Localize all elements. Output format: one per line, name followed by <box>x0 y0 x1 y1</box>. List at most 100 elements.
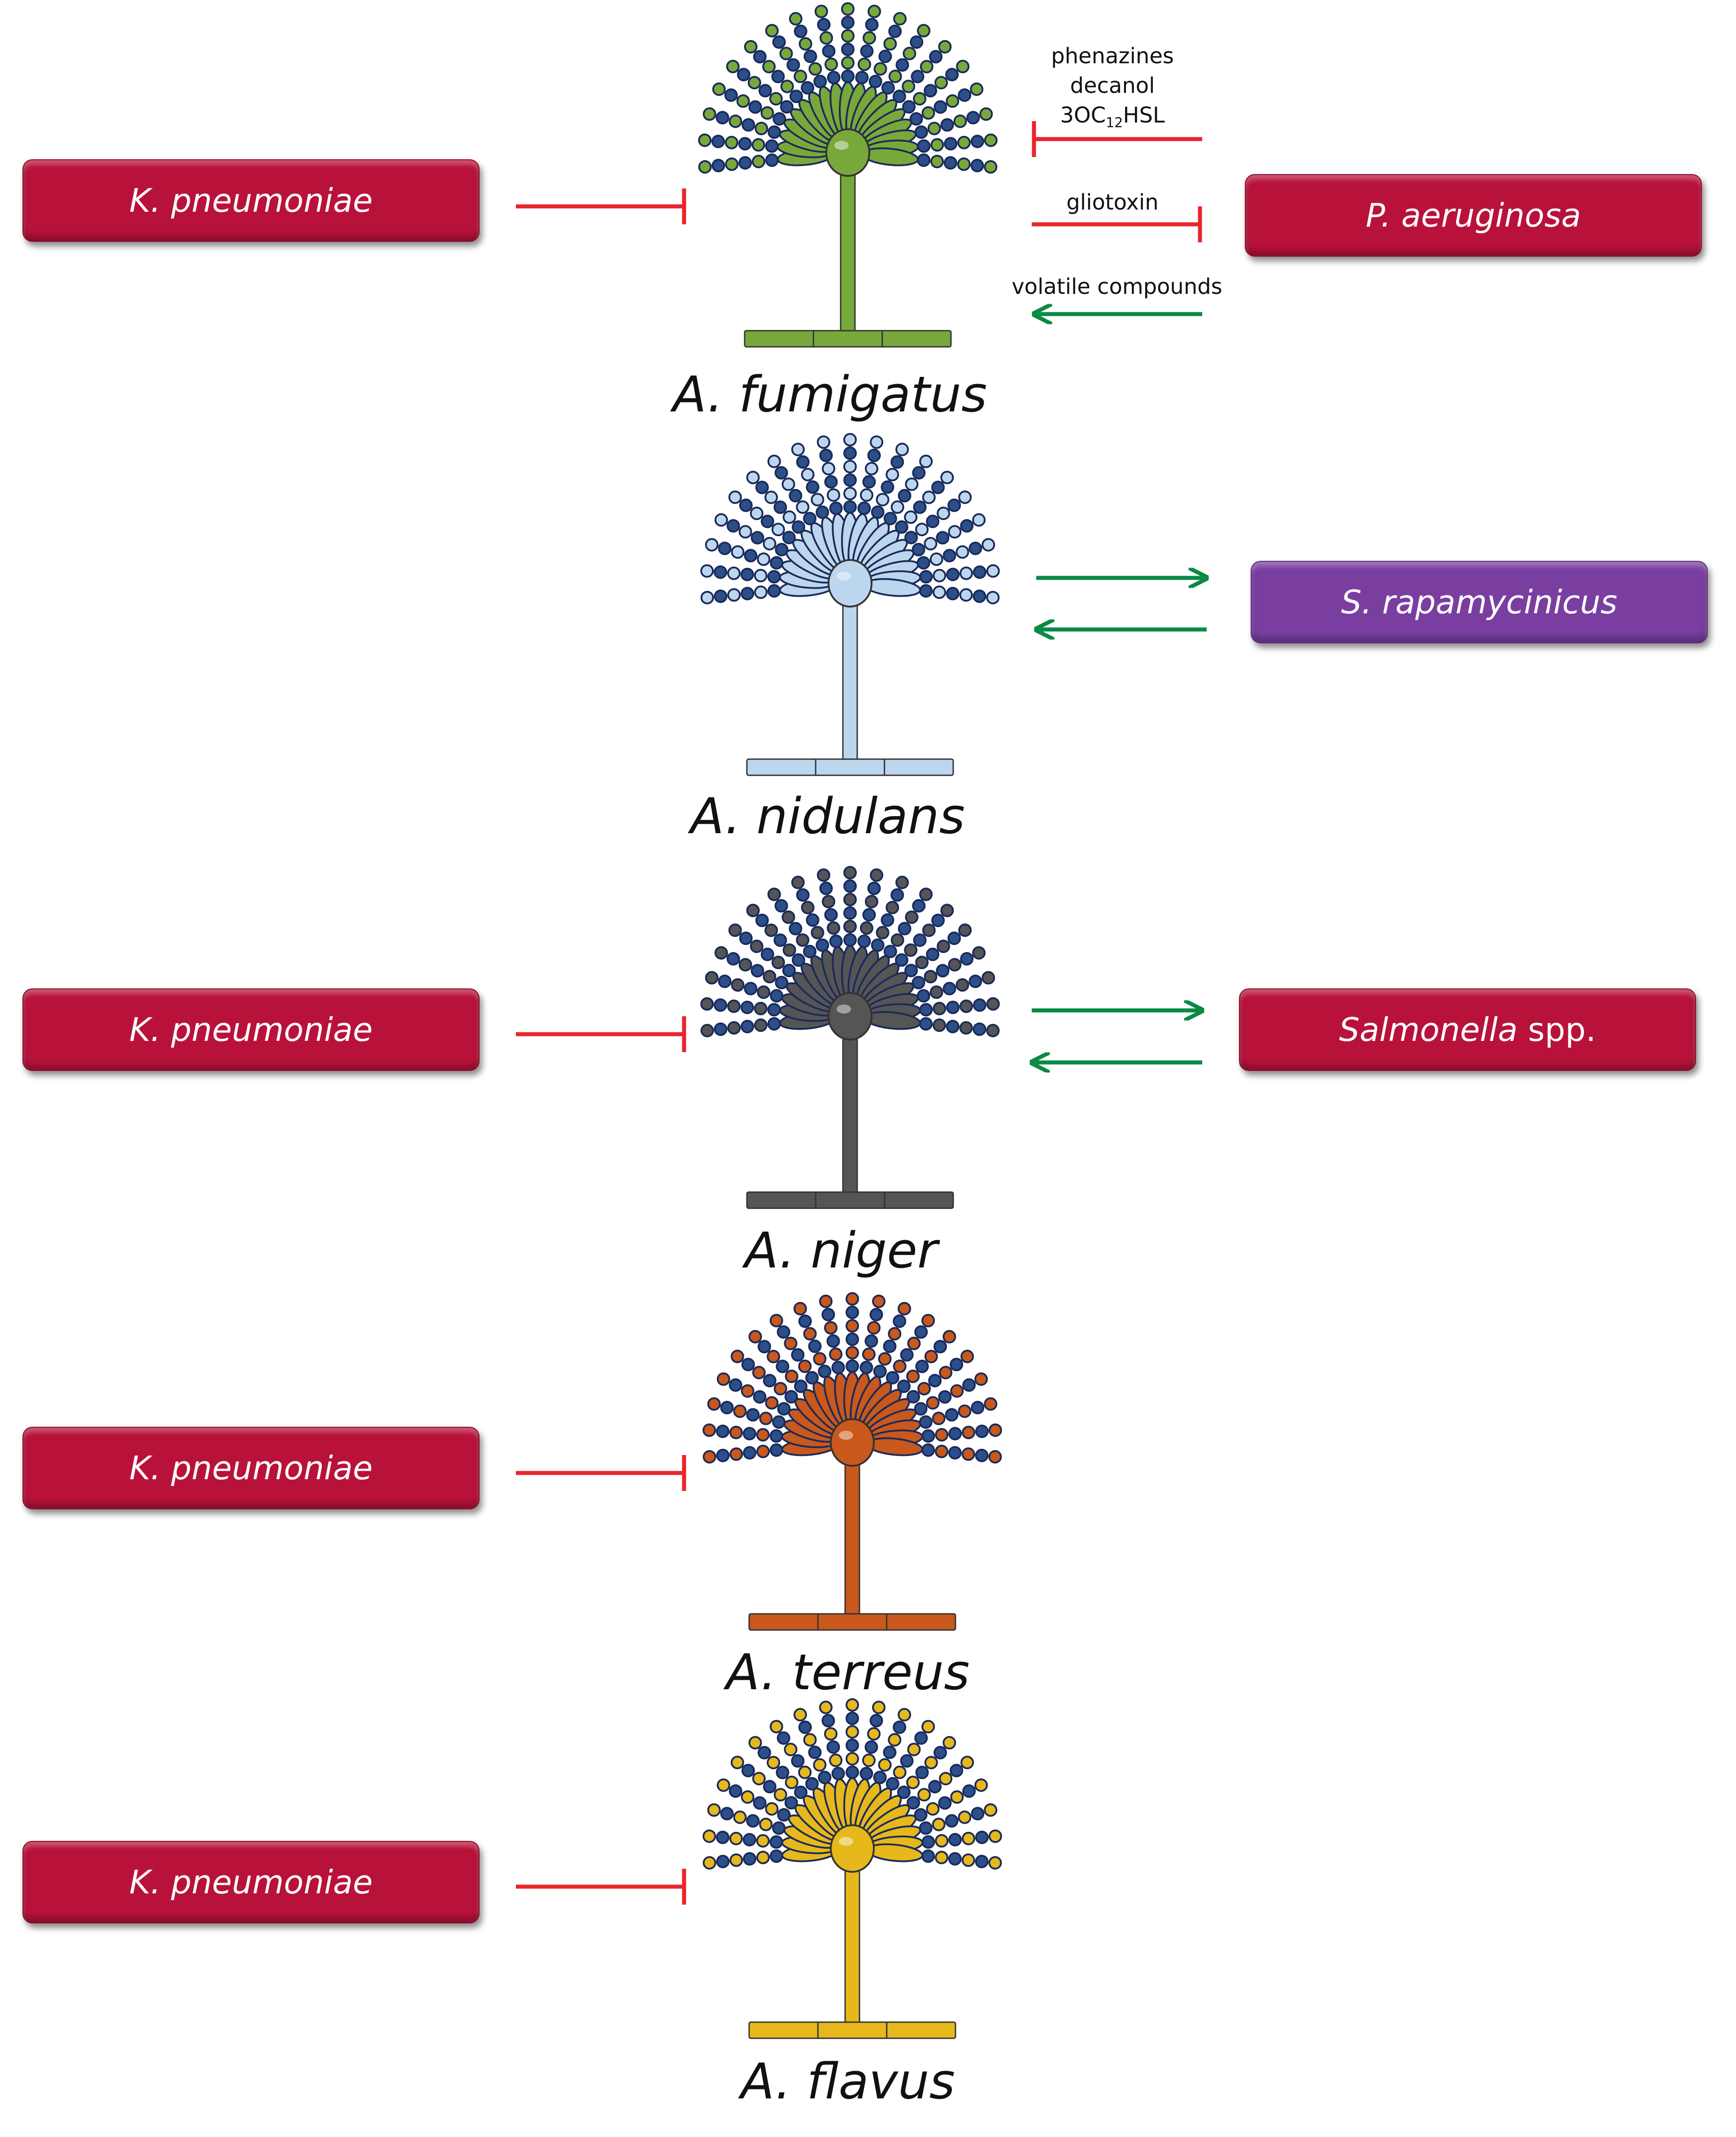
volatile-compounds-label: volatile compounds <box>1012 274 1222 299</box>
conidium <box>727 566 741 580</box>
conidium <box>846 1739 859 1752</box>
conidium <box>970 135 984 149</box>
conidium <box>747 76 761 90</box>
conidium <box>862 475 876 489</box>
hsl-suffix: HSL <box>1123 103 1165 128</box>
conidium <box>950 1790 964 1804</box>
conidium <box>907 1390 920 1404</box>
conidium <box>751 154 765 168</box>
conidium <box>822 44 836 58</box>
conidium <box>748 1330 762 1344</box>
inhibition-molecules-fumigatus <box>1032 121 1202 157</box>
conidium <box>948 1852 962 1866</box>
conidium <box>962 1784 976 1798</box>
conidium <box>843 500 857 514</box>
conidium <box>942 1736 956 1750</box>
conidium <box>926 1396 940 1410</box>
conidium <box>759 1818 773 1831</box>
conidium <box>962 1425 976 1439</box>
conidium <box>986 590 1000 604</box>
conidium <box>862 1347 876 1361</box>
conidium <box>958 1404 972 1418</box>
conidium <box>758 84 772 98</box>
conidium <box>870 868 884 882</box>
a-fumigatus-label: A. fumigatus <box>672 366 987 423</box>
vesicle-highlight <box>839 1837 853 1846</box>
conidium <box>827 488 841 502</box>
conidium <box>968 975 982 988</box>
salmonella-genus: Salmonella <box>1339 1011 1518 1049</box>
conidium <box>893 12 907 26</box>
conidium <box>801 81 815 95</box>
conidium <box>841 16 855 29</box>
conidium <box>912 975 925 989</box>
conidium <box>893 1359 907 1373</box>
conidium <box>959 1021 973 1035</box>
conidium <box>803 1733 817 1747</box>
conidium <box>827 921 841 935</box>
conidium <box>750 964 764 978</box>
conidium <box>865 17 879 31</box>
conidium <box>771 523 785 537</box>
conidium <box>772 1415 786 1429</box>
conidium <box>743 1446 757 1460</box>
conidium <box>841 2 855 16</box>
conidium <box>754 568 768 582</box>
conidium <box>912 899 926 913</box>
conidium <box>793 1708 807 1722</box>
conidium <box>904 531 918 545</box>
conidium <box>705 971 719 985</box>
conidium <box>914 1402 928 1416</box>
conidium <box>927 122 941 135</box>
conidium <box>895 875 909 889</box>
conidium <box>829 1753 843 1767</box>
conidium <box>824 1727 838 1741</box>
conidium <box>984 1803 998 1817</box>
conidium <box>878 1352 892 1366</box>
conidium <box>979 107 993 121</box>
conidium <box>763 537 776 551</box>
conidium <box>763 1374 776 1388</box>
conidium <box>794 1379 808 1393</box>
conidium <box>946 586 960 600</box>
conidium <box>752 1772 766 1786</box>
conidium <box>714 998 728 1012</box>
conidium <box>873 1770 887 1784</box>
conidium <box>726 60 740 74</box>
conidium <box>942 982 956 996</box>
conidium <box>971 1401 985 1415</box>
conidium <box>784 1337 798 1350</box>
conidium <box>968 542 982 555</box>
conidium <box>769 1849 783 1863</box>
conidium <box>881 480 894 494</box>
conidium <box>784 1796 798 1810</box>
conidium <box>702 1450 716 1464</box>
conidium <box>926 1802 940 1816</box>
conidium <box>744 982 758 996</box>
conidium <box>772 112 786 126</box>
conidium <box>921 1835 935 1849</box>
conidium <box>862 1753 876 1767</box>
conidium <box>883 944 897 958</box>
conidium <box>841 70 855 83</box>
conidium <box>782 510 796 524</box>
conidium <box>870 435 884 449</box>
conidium <box>924 1756 938 1770</box>
conidium <box>724 135 738 149</box>
conidium <box>846 1359 859 1373</box>
conidium <box>897 1379 911 1393</box>
conidium <box>919 887 933 901</box>
conidium <box>769 1429 783 1443</box>
conidium <box>935 1444 949 1458</box>
conidium <box>755 913 769 927</box>
conidium <box>926 515 940 529</box>
inhibition-k-pneumoniae-fumigatus <box>516 188 686 224</box>
conidium <box>948 958 962 972</box>
conidium <box>843 933 857 947</box>
conidium <box>869 1713 883 1727</box>
a-niger-label: A. niger <box>744 1222 938 1279</box>
conidium <box>910 35 924 49</box>
conidium <box>826 1740 840 1754</box>
conidium <box>741 586 755 600</box>
conidium <box>881 81 895 95</box>
